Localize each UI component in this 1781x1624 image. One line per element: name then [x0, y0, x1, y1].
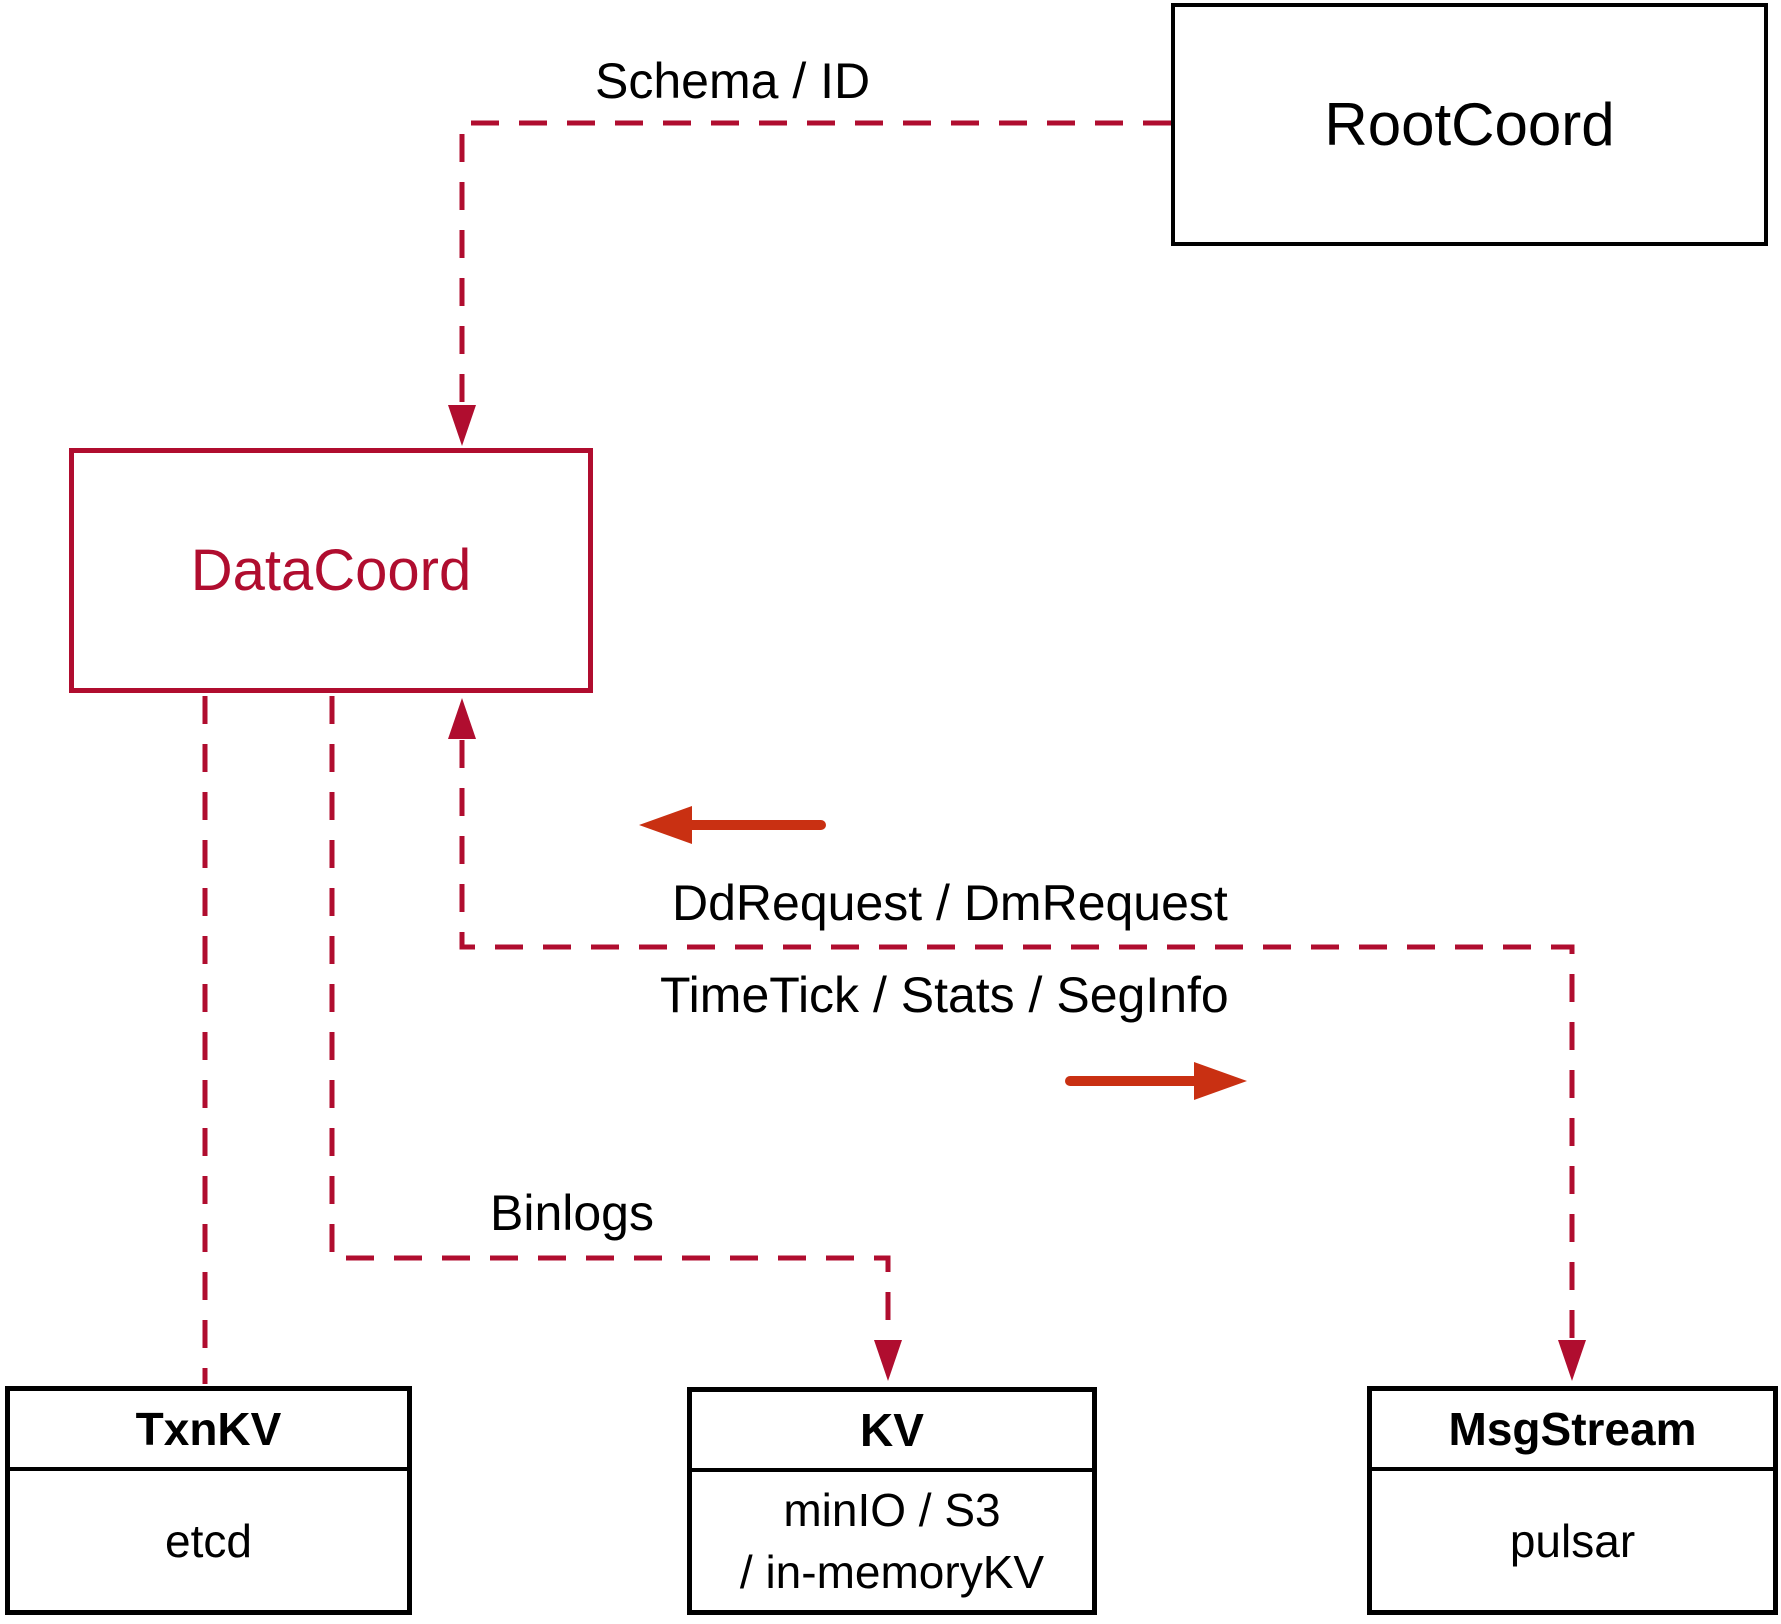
- node-msgstream-title: MsgStream: [1372, 1391, 1773, 1471]
- node-datacoord-label: DataCoord: [190, 538, 472, 603]
- arrowhead-into-kv-top: [874, 1340, 902, 1381]
- node-kv-body-line1: minIO / S3: [783, 1484, 1001, 1536]
- node-txnkv-title: TxnKV: [10, 1391, 407, 1471]
- node-rootcoord-label: RootCoord: [1324, 91, 1615, 158]
- node-msgstream-body: pulsar: [1509, 1514, 1636, 1567]
- node-kv-body: minIO / S3 / in-memoryKV: [692, 1472, 1092, 1610]
- direction-arrow-left-icon: [639, 806, 826, 844]
- arrowhead-into-datacoord-bottom: [448, 698, 476, 739]
- node-txnkv-body: etcd: [165, 1514, 252, 1567]
- edge-binlogs: [329, 696, 902, 1381]
- edge-label-ddrequest-dmrequest: DdRequest / DmRequest: [672, 875, 1228, 931]
- edge-label-schema-id: Schema / ID: [595, 53, 871, 109]
- node-kv: KV minIO / S3 / in-memoryKV: [687, 1387, 1097, 1615]
- edge-label-binlogs: Binlogs: [490, 1185, 654, 1241]
- node-rootcoord: RootCoord: [1171, 3, 1768, 246]
- node-datacoord: DataCoord: [69, 448, 593, 693]
- node-txnkv: TxnKV etcd: [5, 1386, 412, 1615]
- node-msgstream: MsgStream pulsar: [1367, 1386, 1778, 1615]
- direction-arrow-right-icon: [1065, 1062, 1247, 1100]
- node-kv-title: KV: [692, 1392, 1092, 1472]
- arrowhead-into-datacoord-top: [448, 405, 476, 446]
- node-kv-body-line2: / in-memoryKV: [739, 1546, 1045, 1598]
- edge-datacoord-msgstream: [448, 698, 1586, 1381]
- edge-schema-id: [448, 120, 1171, 446]
- arrowhead-into-msgstream-top: [1558, 1340, 1586, 1381]
- edge-label-timetick-stats-seginfo: TimeTick / Stats / SegInfo: [660, 967, 1229, 1023]
